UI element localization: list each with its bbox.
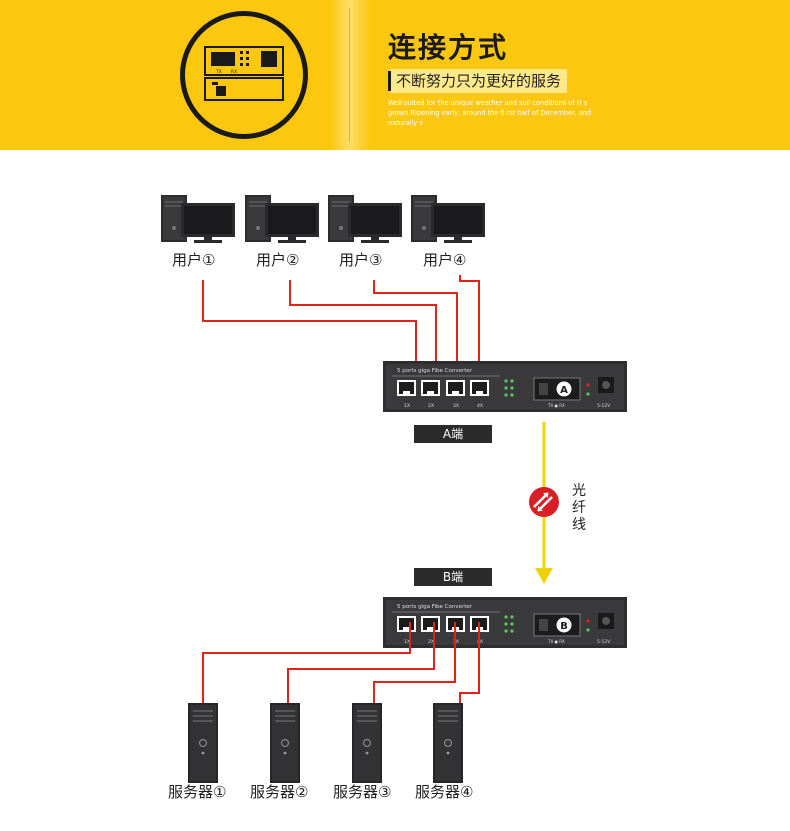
- device-icon-circle: [180, 11, 308, 139]
- device-rx-text: RX: [231, 69, 237, 75]
- user-label-2: 用户②: [256, 251, 300, 269]
- server-cable-3: [373, 622, 456, 703]
- user-pc-icon-3: [328, 195, 402, 243]
- connection-diagram: 5 ports giga Fibe Converter 1X 2X 3X 4X …: [0, 150, 790, 831]
- media-converter-icon: TX RX: [204, 46, 284, 101]
- converter-a-badge-icon: [556, 381, 572, 397]
- server-icon-3: [351, 702, 383, 784]
- user-label-1: 用户①: [172, 251, 216, 269]
- server-label-3: 服务器③: [333, 783, 392, 801]
- converter-a-badge: A: [560, 385, 568, 396]
- server-label-1: 服务器①: [168, 783, 227, 801]
- converter-b-panel-text: 5 ports giga Fibe Converter: [397, 604, 473, 610]
- server-icon-4: [432, 702, 464, 784]
- english-description: Well-suited for the unique weather and s…: [388, 99, 592, 127]
- page-title: 连接方式: [388, 31, 509, 64]
- user-pc-icon-4: [411, 195, 485, 243]
- user-cable-3: [373, 280, 458, 388]
- fiber-label: 光纤线: [572, 483, 586, 533]
- user-cables: [202, 275, 480, 388]
- server-cables: [202, 622, 480, 703]
- fiber-exchange-icon: [529, 487, 559, 517]
- user-cable-1: [202, 280, 417, 388]
- svg-text:2X: 2X: [428, 403, 434, 409]
- svg-text:TX ● RX: TX ● RX: [547, 403, 565, 408]
- svg-text:1X: 1X: [404, 403, 410, 409]
- page-subtitle: 不断努力只为更好的服务: [390, 69, 568, 93]
- server-cable-1: [202, 622, 411, 703]
- user-label-3: 用户③: [339, 251, 383, 269]
- device-tx-text: TX: [215, 69, 222, 75]
- svg-text:5-12V: 5-12V: [597, 639, 611, 645]
- converter-a-device: 5 ports giga Fibe Converter 1X 2X 3X 4X …: [383, 361, 627, 412]
- user-label-4: 用户④: [423, 251, 467, 269]
- user-cable-2: [289, 280, 437, 388]
- subtitle-accent-bar: [388, 71, 391, 91]
- converter-b-device: 5 ports giga Fibe Converter 1X 2X 3X 4X …: [383, 597, 627, 648]
- converter-b-badge: B: [560, 621, 568, 632]
- svg-text:1X: 1X: [404, 639, 410, 645]
- svg-text:2X: 2X: [428, 639, 434, 645]
- server-icon-2: [269, 702, 301, 784]
- user-cable-4: [459, 275, 480, 388]
- user-pc-icon-1: [161, 195, 235, 243]
- svg-text:5-12V: 5-12V: [597, 403, 611, 409]
- user-pc-icon-2: [245, 195, 319, 243]
- server-cable-4: [459, 622, 480, 703]
- server-icon-1: [187, 702, 219, 784]
- converter-b-badge-icon: [556, 617, 572, 633]
- svg-text:3X: 3X: [453, 403, 459, 409]
- converter-a-panel-text: 5 ports giga Fibe Converter: [397, 368, 473, 374]
- server-label-2: 服务器②: [250, 783, 309, 801]
- header-glow: [330, 0, 370, 150]
- diagram-graphics: 5 ports giga Fibe Converter 1X 2X 3X 4X …: [161, 195, 627, 784]
- header-divider: [349, 8, 350, 142]
- end-b-tag: B端: [414, 568, 492, 586]
- svg-text:TX ● RX: TX ● RX: [547, 639, 565, 644]
- server-cable-2: [287, 622, 435, 703]
- fiber-cable: [529, 422, 559, 584]
- end-a-tag: A端: [414, 425, 492, 443]
- header-banner: TX RX 连接方式 不断努力只为更好的服务 Well-suited for t…: [0, 0, 790, 150]
- svg-text:4X: 4X: [477, 403, 483, 409]
- server-label-4: 服务器④: [415, 783, 474, 801]
